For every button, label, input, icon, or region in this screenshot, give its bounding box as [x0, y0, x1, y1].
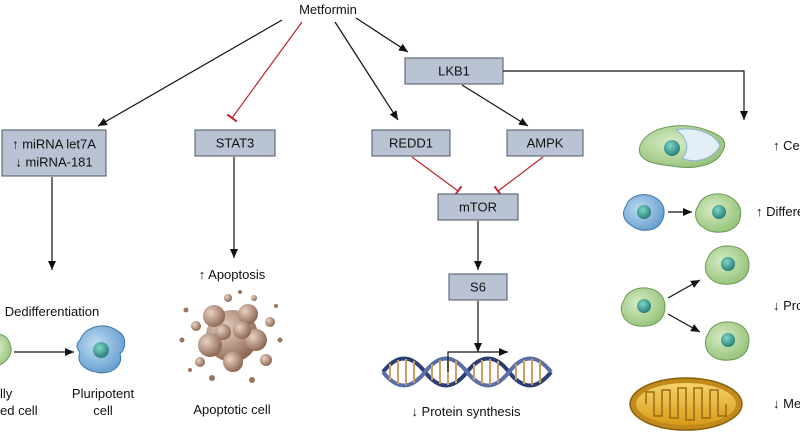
- right-label-1: ↑ Ce: [773, 138, 800, 153]
- differentiated-cell-icon: [0, 333, 12, 366]
- cell-growth-icon: [638, 125, 726, 168]
- arrow-lkb1-right: [503, 70, 748, 120]
- progenitor-cell-icon: [623, 194, 665, 231]
- inhibit-ampk-mtor: [493, 156, 544, 197]
- arrow-metformin-lkb1: [355, 17, 409, 53]
- mitochondrion-icon: [629, 377, 743, 431]
- ampk-label: AMPK: [527, 135, 564, 150]
- redd1-node: REDD1: [371, 129, 451, 157]
- proliferating-cell-icon: [620, 287, 666, 327]
- s6-node: S6: [448, 273, 508, 301]
- s6-label: S6: [470, 279, 486, 294]
- transcription-arrow: [447, 348, 508, 372]
- left-cell-label-1: lly: [0, 386, 13, 401]
- redd1-label: REDD1: [389, 135, 433, 150]
- apoptotic-cell-label: Apoptotic cell: [193, 402, 270, 417]
- arrow-proliferation-down: [667, 313, 701, 333]
- stat3-node: STAT3: [194, 129, 276, 157]
- inhibit-redd1-mtor: [411, 156, 463, 197]
- mtor-node: mTOR: [437, 193, 519, 221]
- mtor-label: mTOR: [459, 199, 497, 214]
- right-label-3: ↓ Pro: [773, 298, 800, 313]
- ampk-node: AMPK: [506, 129, 584, 157]
- apoptosis-label: ↑ Apoptosis: [199, 267, 266, 282]
- right-label-4: ↓ Me: [773, 396, 800, 411]
- right-label-2: ↑ Differe: [756, 204, 800, 219]
- arrow-metformin-mirna: [97, 19, 283, 127]
- pluripotent-label-2: cell: [93, 403, 113, 418]
- metformin-edges: [97, 17, 409, 127]
- differentiated-green-cell-icon: [695, 193, 742, 233]
- apoptotic-cell-icon: [179, 290, 283, 383]
- protein-synthesis-label: ↓ Protein synthesis: [411, 404, 521, 419]
- lkb1-label: LKB1: [438, 63, 470, 78]
- mirna-line1: ↑ miRNA let7A: [12, 136, 96, 151]
- arrow-metformin-redd1: [334, 21, 399, 121]
- pluripotent-cell-icon: [76, 325, 126, 374]
- left-cell-label-2: ed cell: [0, 403, 38, 418]
- arrow-lkb1-ampk: [461, 84, 529, 127]
- dna-helix-icon: [381, 348, 553, 388]
- lkb1-node: LKB1: [404, 57, 504, 85]
- arrow-proliferation-up: [667, 279, 701, 299]
- pluripotent-label-1: Pluripotent: [72, 386, 135, 401]
- mirna-node: ↑ miRNA let7A ↓ miRNA-181: [1, 129, 107, 177]
- metformin-label: Metformin: [299, 2, 357, 17]
- daughter-cell-top-icon: [704, 245, 750, 285]
- daughter-cell-bottom-icon: [704, 321, 750, 361]
- mirna-line2: ↓ miRNA-181: [15, 154, 92, 169]
- dedifferentiation-label: Dedifferentiation: [5, 304, 99, 319]
- inhibit-metformin-stat3: [226, 21, 303, 123]
- stat3-label: STAT3: [216, 135, 255, 150]
